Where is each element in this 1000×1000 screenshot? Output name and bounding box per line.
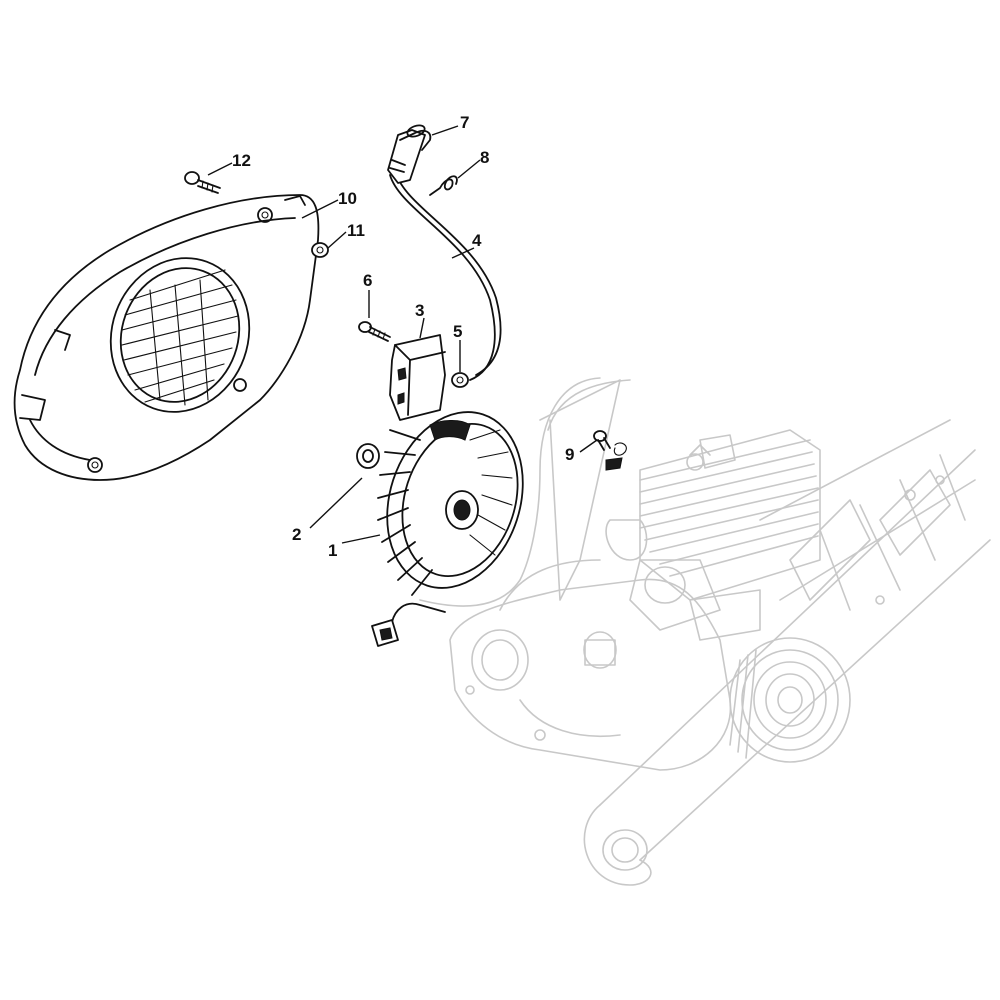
short-circuit-wire — [371, 602, 446, 647]
callout-8: 8 — [480, 148, 489, 167]
module-screw — [358, 321, 391, 342]
callout-12: 12 — [232, 151, 251, 170]
leader-lines — [207, 125, 598, 544]
leg-spring — [429, 175, 458, 196]
ignition-module — [389, 334, 446, 421]
ground-screw — [593, 430, 627, 471]
callout-10: 10 — [338, 189, 357, 208]
callout-3: 3 — [415, 301, 424, 320]
callout-5: 5 — [453, 322, 462, 341]
engine-background — [419, 377, 991, 886]
grommet — [451, 372, 469, 388]
ignition-lead — [389, 172, 502, 381]
nut — [356, 443, 380, 469]
fan-housing — [13, 194, 320, 481]
callout-2: 2 — [292, 525, 301, 544]
sleeve — [311, 242, 329, 258]
callout-7: 7 — [460, 113, 469, 132]
housing-screw — [184, 171, 221, 194]
callout-1: 1 — [328, 541, 337, 560]
callout-labels: 1 2 3 4 5 6 7 8 9 10 11 12 — [232, 113, 574, 560]
spark-plug-boot — [387, 124, 432, 184]
callout-9: 9 — [565, 445, 574, 464]
callout-6: 6 — [363, 271, 372, 290]
flywheel — [377, 411, 524, 596]
callout-11: 11 — [347, 221, 365, 240]
callout-4: 4 — [472, 231, 482, 250]
